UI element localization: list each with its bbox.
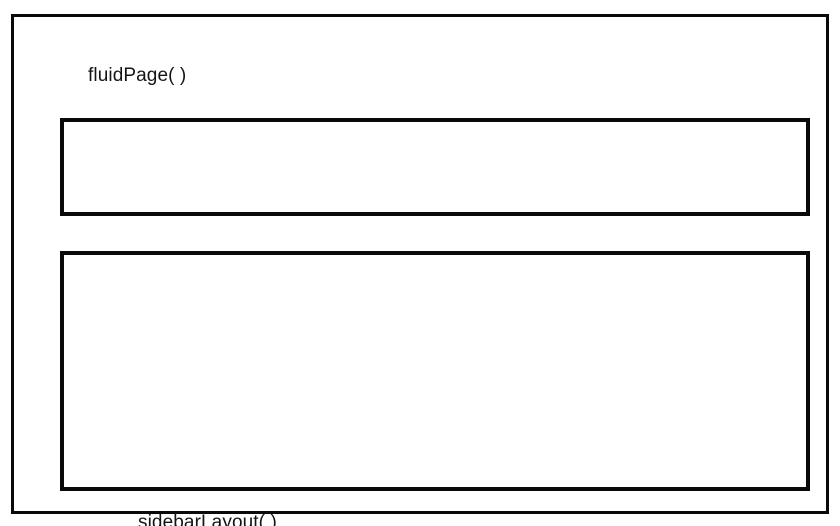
box-fluidpage: fluidPage( ) titlePanel( ) sidebarLayout… — [11, 14, 829, 526]
box-label-sidebarlayout: sidebarLayout( ) — [138, 512, 277, 526]
box-titlepanel: titlePanel( ) — [60, 118, 810, 269]
box-sidebarlayout: sidebarLayout( ) sidebarPanel( ) mainPan… — [60, 251, 810, 526]
box-label-fluidpage: fluidPage( ) — [88, 65, 187, 86]
